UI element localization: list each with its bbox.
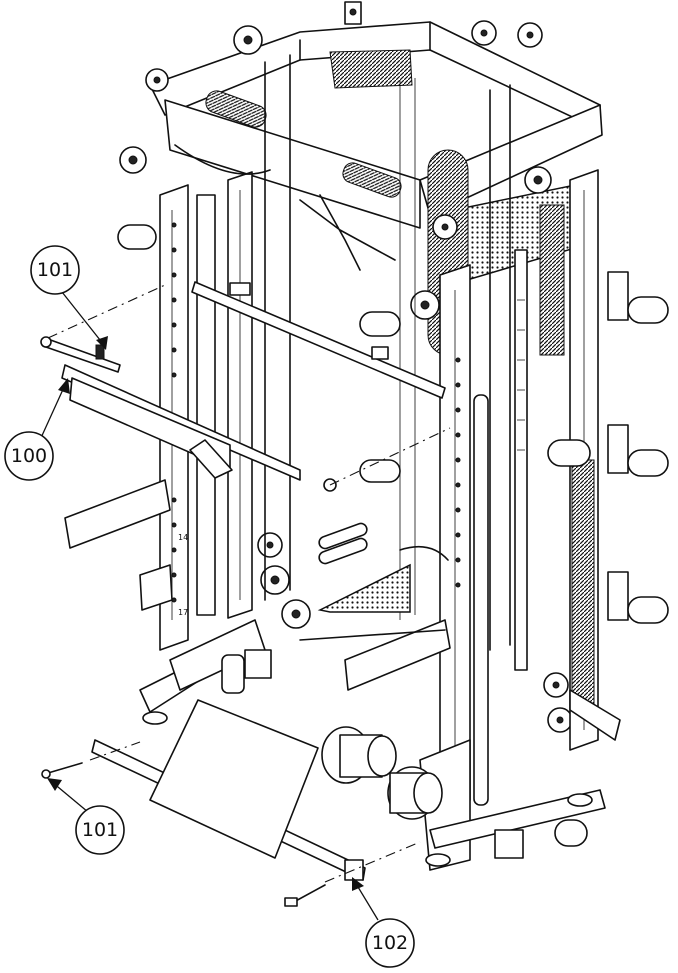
callout-101-lower: 101: [47, 778, 125, 855]
pulley: [543, 672, 569, 698]
weight-horn: [607, 424, 669, 477]
assembly-lines: [47, 284, 451, 883]
weight-horn: [607, 271, 669, 324]
weight-horn: [547, 439, 591, 467]
pull-up-handle: [174, 144, 396, 271]
dip-handles: [318, 459, 449, 565]
pulley: [410, 290, 440, 320]
pulley: [432, 214, 458, 240]
weight-horn: [607, 571, 669, 624]
weight-horns: [117, 224, 669, 624]
pulley: [517, 22, 543, 48]
pulley: [257, 532, 283, 558]
callout-102: 102: [352, 877, 415, 968]
leg-roller-attachment-102: [91, 699, 443, 881]
pin-102: [284, 884, 326, 907]
pulley: [145, 68, 169, 92]
pulley: [281, 599, 311, 629]
upright-number: 17: [178, 608, 188, 617]
smith-bar: [191, 281, 446, 399]
weight-horn: [117, 224, 157, 250]
pulleys: [119, 20, 573, 733]
callout-label: 101: [82, 819, 118, 841]
pulley: [233, 25, 263, 55]
pulley: [119, 146, 147, 174]
pulley: [547, 707, 573, 733]
callout-label: 101: [37, 259, 73, 281]
lower-mesh-panel: [299, 563, 446, 641]
pulley: [524, 166, 552, 194]
landmine-handle-bar-100: [40, 336, 337, 492]
right-front-upright: [439, 264, 471, 811]
safety-arms: [64, 479, 451, 691]
weight-stacks: [196, 194, 595, 806]
callout-label: 102: [372, 932, 408, 954]
pulley: [260, 565, 290, 595]
pin-101-lower: [41, 762, 83, 779]
base-frame: [139, 619, 621, 871]
callout-100: 100: [4, 378, 70, 481]
callout-label: 100: [11, 445, 47, 467]
callout-101-upper: 101: [30, 245, 108, 350]
weight-horn: [359, 311, 401, 337]
pulley: [471, 20, 497, 46]
left-rear-upright: [227, 171, 253, 619]
upright-number: 14: [178, 533, 188, 542]
